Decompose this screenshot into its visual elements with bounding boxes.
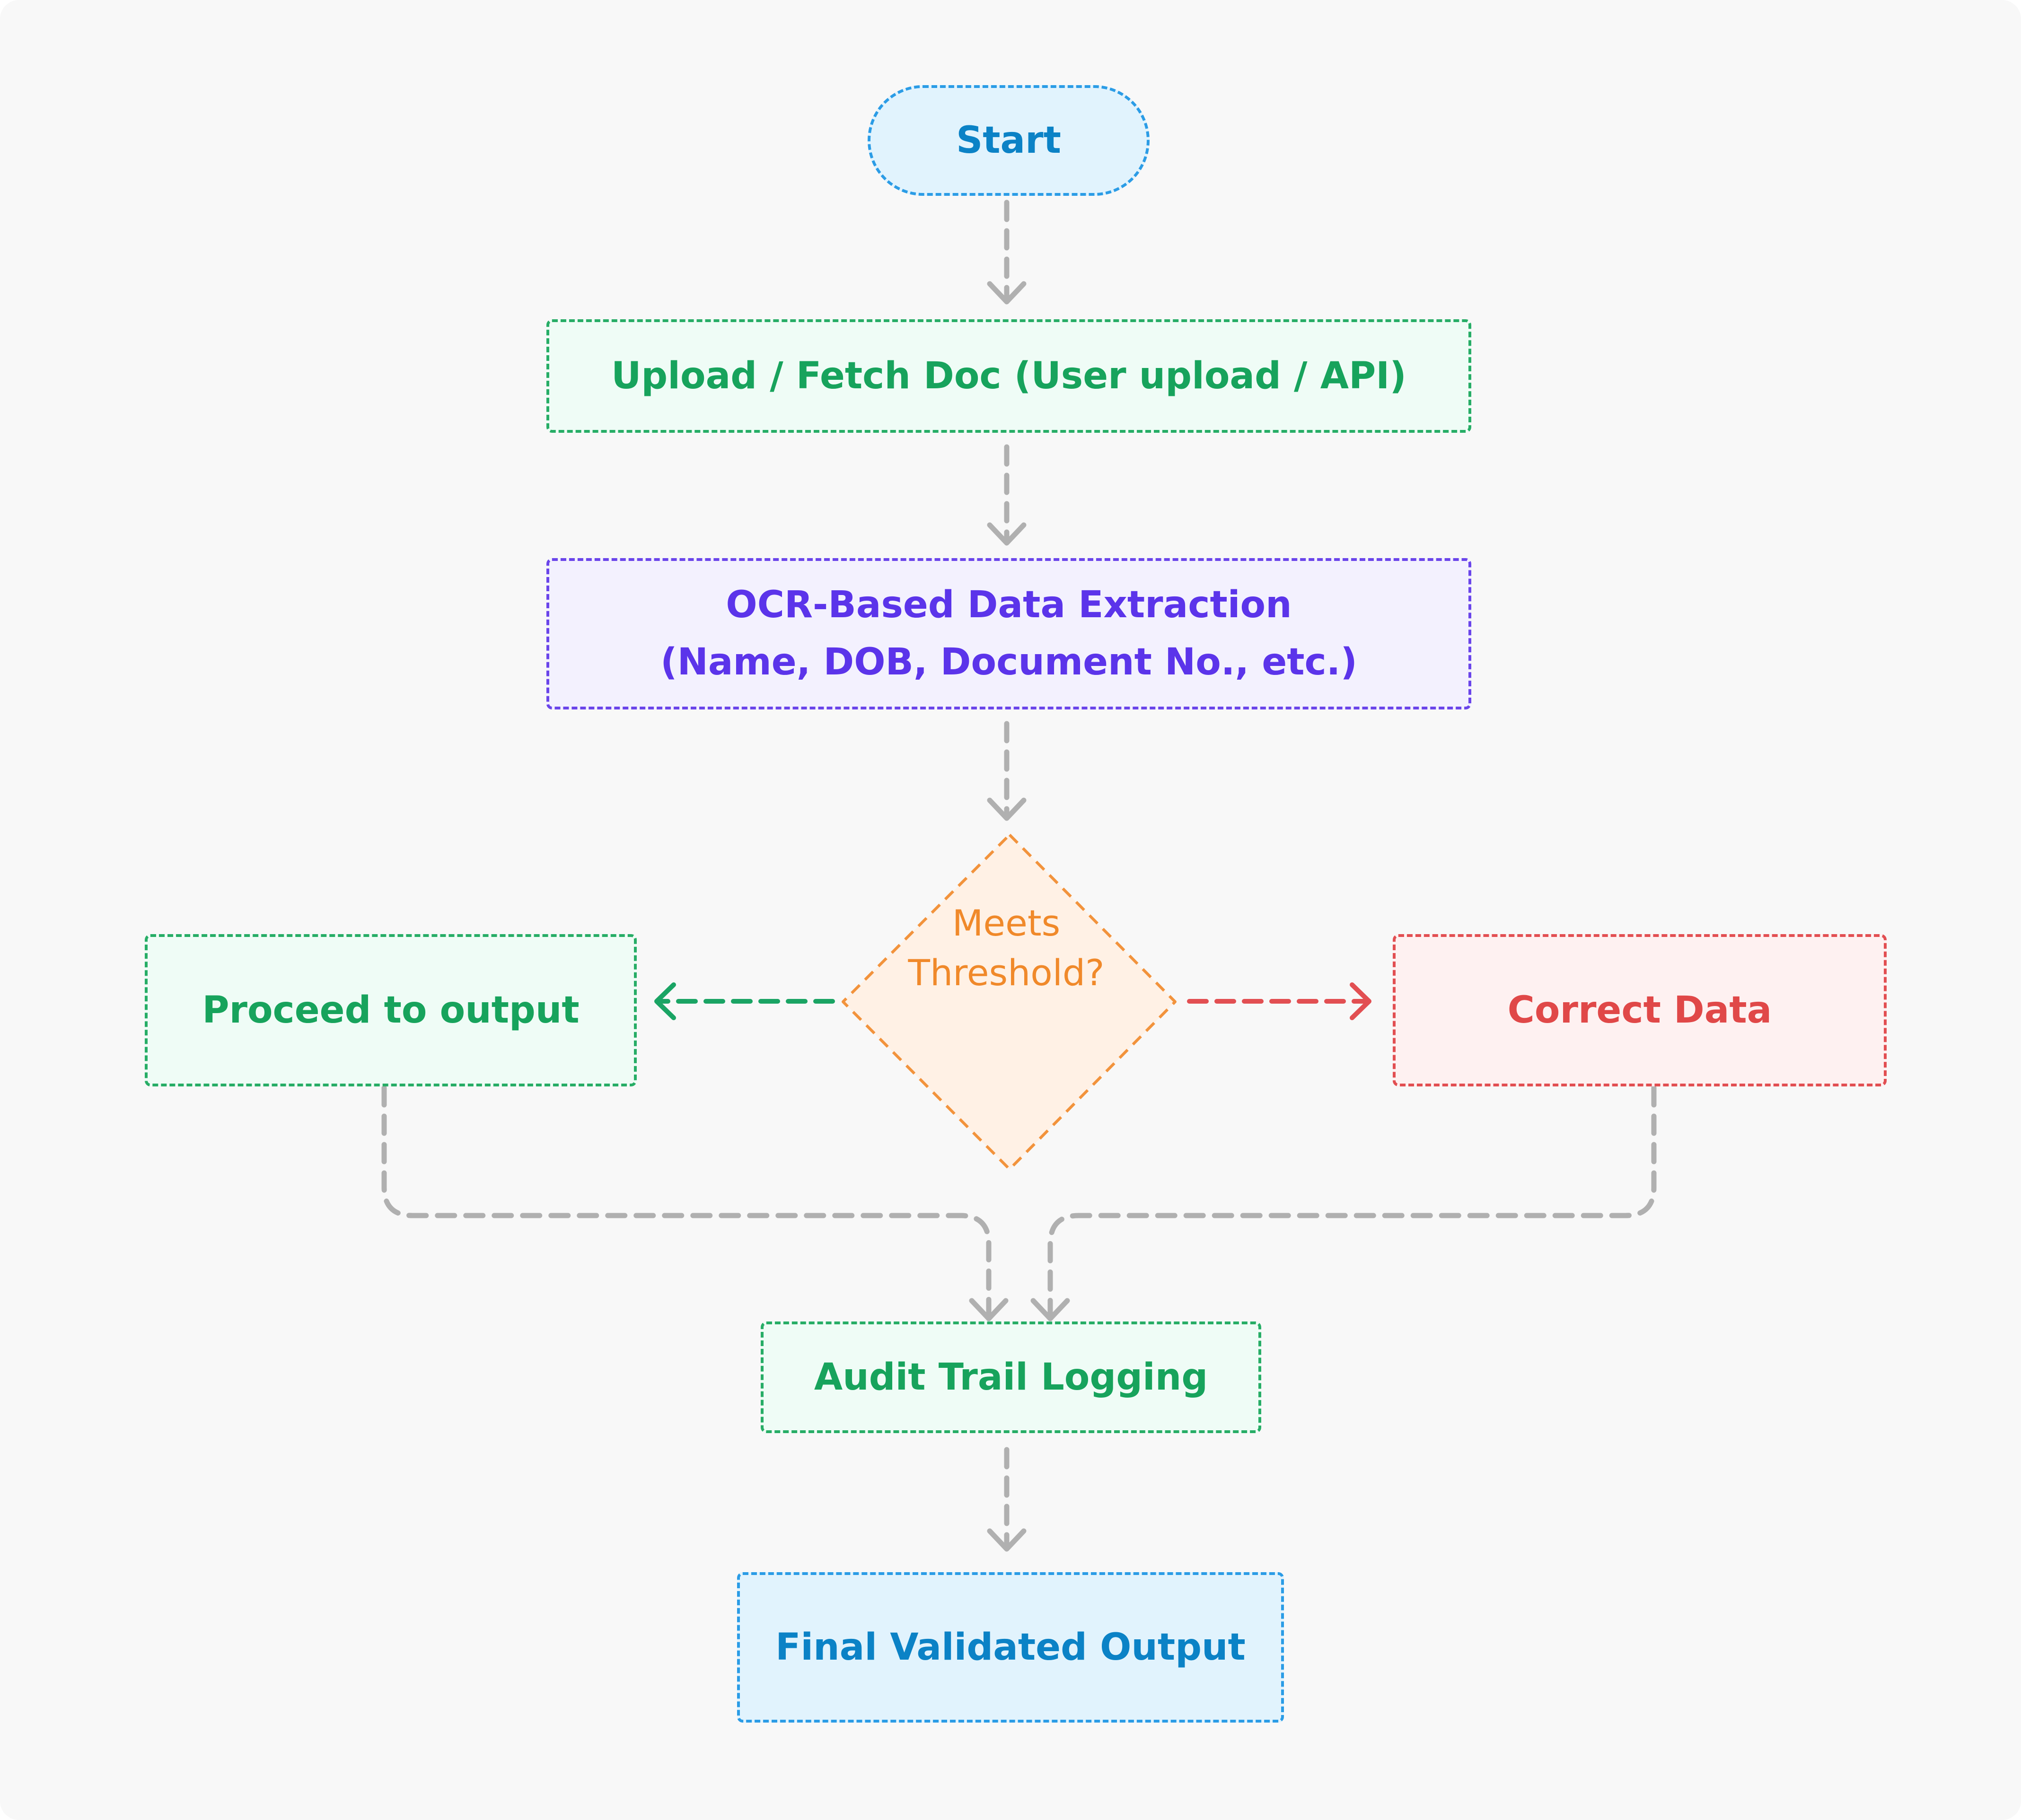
arrowhead-final-icon [987, 1528, 1027, 1552]
decision-label-line2: Threshold? [908, 952, 1105, 994]
correct-data-label: Correct Data [1507, 989, 1772, 1032]
decision-label-line1: Meets [952, 902, 1061, 945]
arrowhead-proceed-icon [654, 982, 676, 1020]
proceed-to-output-node: Proceed to output [145, 934, 637, 1086]
audit-trail-node: Audit Trail Logging [761, 1321, 1261, 1433]
ocr-extraction-fields: (Name, DOB, Document No., etc.) [660, 641, 1358, 683]
connector-correct-to-audit [1047, 1085, 1657, 1320]
decision-diamond [842, 833, 1177, 1171]
arrowhead-correct-icon [1350, 982, 1371, 1020]
arrowhead-upload-icon [987, 281, 1027, 305]
proceed-to-output-label: Proceed to output [202, 989, 580, 1032]
ocr-extraction-node: OCR-Based Data Extraction (Name, DOB, Do… [546, 558, 1471, 709]
correct-data-node: Correct Data [1393, 934, 1887, 1086]
audit-trail-label: Audit Trail Logging [814, 1356, 1208, 1399]
threshold-decision-label: Meets Threshold? [845, 854, 1167, 1043]
arrowhead-audit-right-icon [1030, 1298, 1070, 1321]
connector-proceed-to-audit [381, 1085, 992, 1320]
final-output-node: Final Validated Output [737, 1572, 1284, 1723]
upload-fetch-node: Upload / Fetch Doc (User upload / API) [546, 319, 1471, 433]
arrowhead-ocr-icon [987, 522, 1027, 546]
start-label: Start [956, 119, 1061, 162]
ocr-extraction-title: OCR-Based Data Extraction [726, 584, 1292, 627]
final-output-label: Final Validated Output [775, 1626, 1246, 1669]
arrowhead-audit-left-icon [969, 1298, 1009, 1321]
start-node: Start [868, 85, 1150, 196]
upload-fetch-label: Upload / Fetch Doc (User upload / API) [611, 354, 1406, 397]
arrowhead-decision-icon [987, 797, 1027, 821]
